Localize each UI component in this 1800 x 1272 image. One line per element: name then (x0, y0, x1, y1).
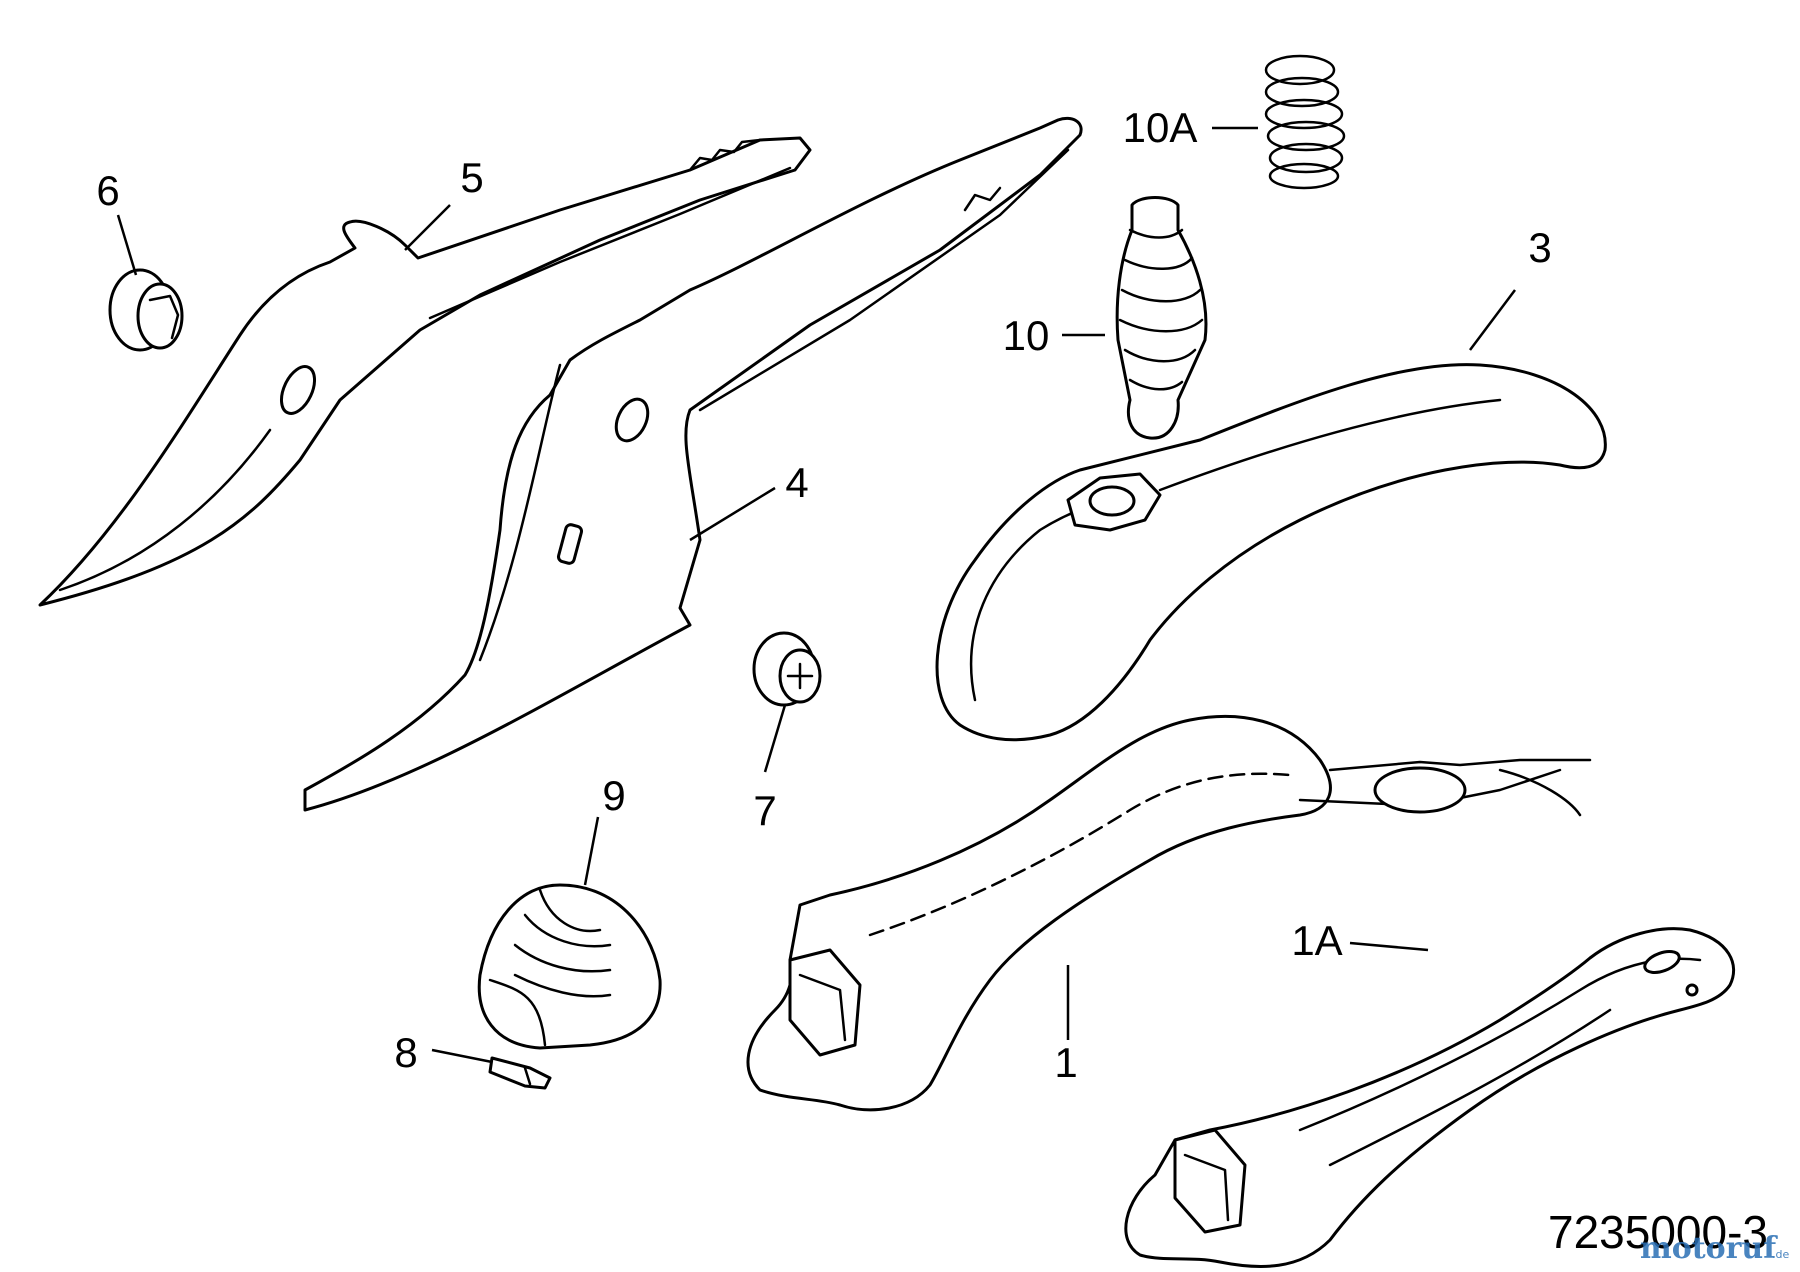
label-3: 3 (1528, 224, 1551, 271)
leader-7 (763, 704, 787, 773)
part-8-pin (488, 1056, 552, 1090)
label-8: 8 (394, 1029, 417, 1076)
label-10a: 10A (1123, 104, 1198, 151)
leader-6 (116, 214, 138, 276)
label-5: 5 (460, 154, 483, 201)
part-9-lock-button (477, 883, 662, 1050)
label-9: 9 (602, 772, 625, 819)
part-6-bushing (108, 268, 184, 352)
leader-4 (689, 486, 776, 542)
leader-9 (583, 816, 600, 886)
part-4-lower-blade (303, 116, 1083, 812)
leader-5 (404, 204, 451, 251)
leader-lines (116, 126, 1516, 1064)
label-1: 1 (1054, 1039, 1077, 1086)
label-7: 7 (753, 787, 776, 834)
leader-3 (1469, 289, 1516, 351)
label-1a: 1A (1291, 917, 1342, 964)
document-number: 7235000-3 (1548, 1206, 1768, 1258)
watermark-brand: motoruf (1640, 1231, 1778, 1266)
part-5-upper-blade (38, 136, 812, 607)
part-labels: 6 5 4 7 9 8 10 10A 3 1 1A (96, 104, 1551, 1086)
label-6: 6 (96, 167, 119, 214)
part-1a-lower-handle (1124, 927, 1736, 1269)
part-10a-spring (1264, 54, 1346, 190)
part-1-lower-handle (746, 714, 1592, 1112)
part-10-spring-guide (1115, 196, 1208, 440)
part-3-upper-handle (935, 363, 1607, 742)
watermark-suffix: .de (1772, 1248, 1789, 1261)
watermark-logo: motoruf .de (1640, 1231, 1789, 1266)
leader-8 (431, 1048, 493, 1064)
part-7-pivot-screw (752, 631, 822, 707)
label-4: 4 (785, 459, 808, 506)
leader-1a (1349, 941, 1429, 952)
label-10: 10 (1003, 312, 1050, 359)
